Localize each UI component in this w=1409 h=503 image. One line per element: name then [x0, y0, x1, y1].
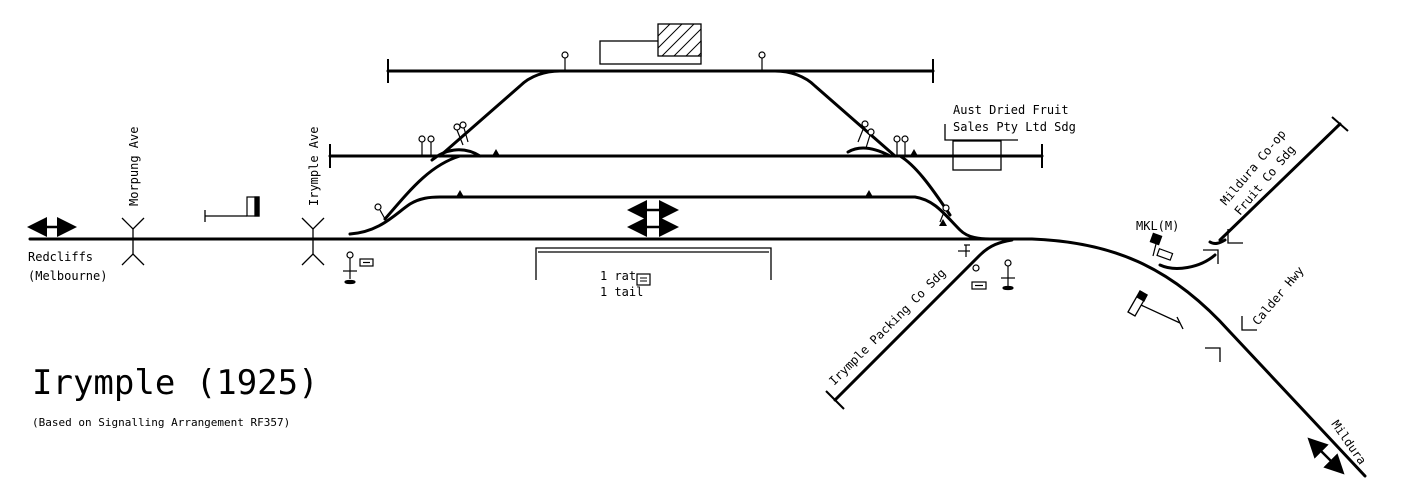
label-mkl: MKL(M): [1136, 219, 1179, 233]
station-building: [599, 23, 702, 65]
second-track: [328, 146, 1044, 221]
level-crossing-coop: [1203, 229, 1243, 264]
top-siding: [386, 69, 935, 158]
label-platform-line1: 1 rat: [600, 269, 636, 283]
label-aust-line2: Sales Pty Ltd Sdg: [953, 120, 1076, 134]
label-redcliffs: Redcliffs: [28, 250, 93, 264]
level-crossing-calder: [1205, 316, 1257, 362]
label-morpung-ave: Morpung Ave: [127, 127, 141, 206]
signals-west-junction: [374, 121, 469, 220]
signal-main-east: [958, 244, 1015, 291]
label-calder-hwy: Calder Hwy: [1250, 264, 1307, 328]
label-melbourne: (Melbourne): [28, 269, 107, 283]
ground-frame-mkl: [1149, 232, 1174, 261]
signal-top-right: [758, 51, 766, 71]
signal-top-left: [561, 51, 569, 71]
track-markers: [456, 149, 947, 226]
label-irymple-ave: Irymple Ave: [307, 127, 321, 206]
distant-signal-east: [1127, 290, 1184, 330]
coop-siding: [1158, 122, 1342, 270]
diagram-subtitle: (Based on Signalling Arrangement RF357): [32, 416, 290, 429]
level-crossing-irymple: [301, 217, 325, 266]
main-line: [28, 237, 1367, 478]
label-platform-line2: 1 tail: [600, 285, 643, 299]
level-crossing-morpung: [121, 217, 145, 266]
distant-signal-west: [204, 196, 260, 222]
label-aust-line1: Aust Dried Fruit: [953, 103, 1069, 117]
irymple-packing-siding: [833, 238, 1014, 402]
direction-arrow-east: [1307, 437, 1345, 475]
loop-track: [348, 195, 992, 241]
diagram-title: Irymple (1925): [32, 363, 319, 403]
platform-lever-symbol: [636, 273, 651, 286]
signal-main-west: [343, 251, 374, 285]
label-irymple-packing: Irymple Packing Co Sdg: [826, 266, 948, 388]
loop-arrows: [627, 200, 679, 237]
signals-east-junction: [857, 120, 950, 223]
main-platform: [535, 247, 772, 280]
buffer-stops: [329, 59, 1349, 410]
